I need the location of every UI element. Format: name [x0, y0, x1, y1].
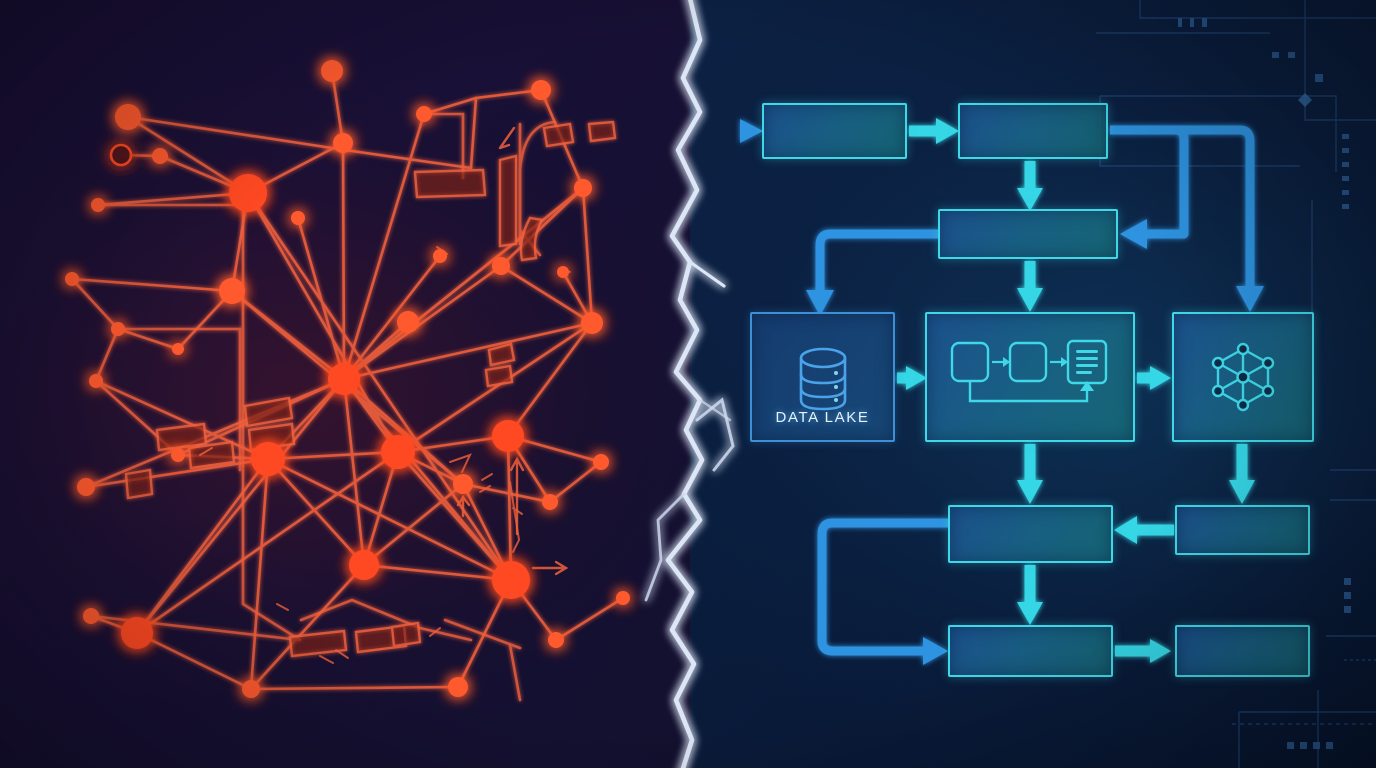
arrow-serve-to-output: [1017, 565, 1043, 625]
legacy-arrow-hints: [456, 126, 569, 576]
legacy-node: [121, 617, 153, 649]
box-export[interactable]: [1175, 625, 1310, 677]
arrow-processing-to-serve: [1017, 444, 1043, 504]
legacy-node: [492, 257, 510, 275]
arrow-processing-to-graph: [1137, 366, 1171, 390]
legacy-node: [548, 632, 564, 648]
legacy-node: [492, 420, 524, 452]
arrow-transform-to-processing: [1017, 261, 1043, 312]
arrow-graph-to-monitor: [1229, 444, 1255, 504]
box-validate[interactable]: [958, 103, 1108, 159]
legacy-node: [111, 322, 125, 336]
legacy-node: [291, 211, 305, 225]
legacy-node-group: [65, 60, 630, 698]
database-icon-wrap: [752, 314, 893, 440]
arrow-datalake-to-processing: [897, 366, 927, 390]
database-icon: [799, 347, 846, 411]
box-serve[interactable]: [948, 505, 1113, 563]
arrow-output-to-export: [1115, 639, 1171, 663]
legacy-node: [172, 343, 184, 355]
legacy-node: [557, 266, 569, 278]
legacy-node: [593, 454, 609, 470]
box-graph-model[interactable]: [1172, 312, 1314, 442]
legacy-node: [251, 442, 285, 476]
legacy-node: [77, 478, 95, 496]
legacy-node: [448, 677, 468, 697]
box-processing[interactable]: [925, 312, 1135, 442]
legacy-node: [531, 80, 551, 100]
pipeline-entry-arrow: [698, 119, 763, 143]
box-ingest[interactable]: [762, 103, 907, 159]
pipeline-steps-icon-wrap: [927, 314, 1133, 440]
arrow-monitor-to-serve: [1114, 516, 1174, 544]
route-transform-to-datalake: [806, 229, 938, 316]
legacy-node: [171, 448, 185, 462]
legacy-orthogonal-route-group: [89, 112, 557, 702]
network-node-icon-wrap: [1174, 314, 1312, 440]
pipeline-steps-icon: [950, 339, 1108, 403]
box-transform[interactable]: [938, 209, 1118, 259]
box-data-lake[interactable]: DATA LAKE: [750, 312, 895, 442]
legacy-broken-fragment-group: [124, 120, 617, 658]
legacy-node: [574, 179, 592, 197]
route-validate-loopback-transform: [1110, 125, 1189, 249]
legacy-node: [581, 312, 603, 334]
legacy-node: [349, 550, 379, 580]
legacy-node: [115, 104, 141, 130]
legacy-node: [229, 174, 267, 212]
legacy-node: [242, 680, 260, 698]
legacy-node: [492, 561, 530, 599]
legacy-node: [542, 494, 558, 510]
legacy-node: [416, 106, 432, 122]
legacy-node: [91, 198, 105, 212]
legacy-node: [89, 374, 103, 388]
legacy-node: [65, 272, 79, 286]
legacy-node: [109, 143, 133, 167]
legacy-node: [333, 133, 353, 153]
box-monitor[interactable]: [1175, 505, 1310, 555]
network-node-icon: [1211, 342, 1275, 412]
legacy-node: [453, 474, 473, 494]
route-validate-to-graph: [1110, 125, 1264, 312]
legacy-node: [152, 148, 168, 164]
legacy-node: [433, 249, 447, 263]
legacy-node: [397, 311, 419, 333]
legacy-node: [83, 608, 99, 624]
legacy-node: [328, 363, 360, 395]
box-data-lake-label: DATA LAKE: [775, 409, 870, 426]
route-serve-loop-output: [817, 518, 948, 665]
legacy-node: [321, 60, 343, 82]
legacy-node: [219, 278, 245, 304]
arrow-validate-to-transform: [1017, 161, 1043, 211]
legacy-node: [616, 591, 630, 605]
legacy-node: [381, 435, 415, 469]
arrow-ingest-to-validate: [909, 118, 959, 144]
box-output[interactable]: [948, 625, 1113, 677]
